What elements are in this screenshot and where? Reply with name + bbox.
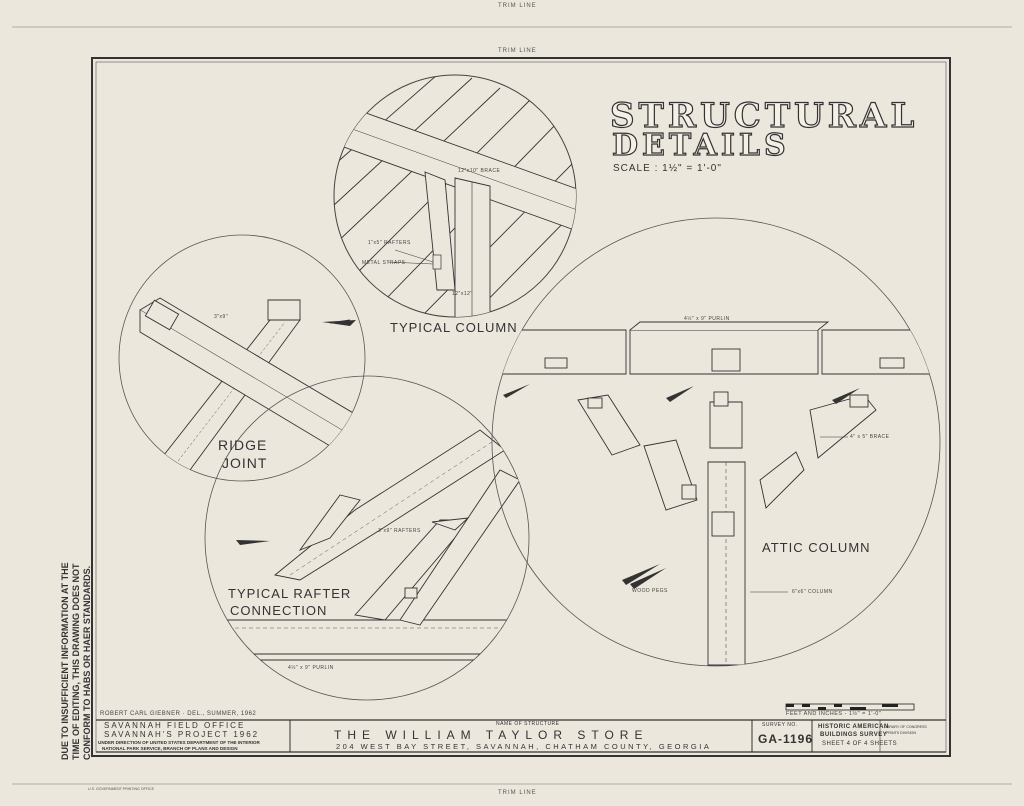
attic-column-caption: ATTIC COLUMN [762, 540, 871, 555]
library-line1: LIBRARY OF CONGRESS [884, 725, 927, 729]
printing-office-note: U.S. GOVERNMENT PRINTING OFFICE [88, 787, 155, 791]
delineator-credit: ROBERT CARL GIEBNER · DEL., SUMMER, 1962 [100, 711, 257, 717]
attic-column-detail [491, 217, 941, 667]
survey-number: GA-1196 [758, 732, 814, 746]
drawing-title-scale: SCALE : 1½" = 1'-0" [613, 163, 722, 174]
rafter-connection-caption-line1: TYPICAL RAFTER [228, 586, 352, 601]
standards-note: DUE TO INSUFFICIENT INFORMATION AT THE T… [60, 562, 93, 760]
scale-bar-label: FEET AND INCHES - 1½" = 1'-0" [786, 711, 882, 717]
ac-brace-label: 4" x 5" BRACE [850, 434, 890, 440]
ac-column-label: 6"x6" COLUMN [792, 589, 833, 595]
habs-line1: HISTORIC AMERICAN [818, 724, 889, 730]
library-line2: PRINTS DIVISION [886, 731, 916, 735]
structure-name: THE WILLIAM TAYLOR STORE [334, 728, 649, 742]
typical-column-caption: TYPICAL COLUMN [390, 320, 518, 335]
ac-pegs-label: WOOD PEGS [632, 588, 668, 594]
trim-line-label-bottom: TRIM LINE [498, 790, 537, 796]
ridge-joint-detail [118, 234, 366, 482]
ridge-joint-caption-line1: RIDGE [218, 437, 268, 453]
field-office-line1: SAVANNAH FIELD OFFICE [104, 721, 246, 730]
tc-rafters-label: 1"x5" RAFTERS [368, 240, 411, 246]
trim-line-label-top: TRIM LINE [498, 3, 537, 9]
sheet-border [91, 57, 951, 757]
standards-note-line2: TIME OF EDITING, THIS DRAWING DOES NOT [71, 563, 81, 760]
trim-line-label-upper: TRIM LINE [498, 48, 537, 54]
rafter-connection-detail [204, 375, 530, 701]
direction-line1: UNDER DIRECTION OF UNITED STATES DEPARTM… [98, 740, 260, 745]
scale-bar [785, 703, 915, 711]
tc-column-label: 12"x12" [452, 291, 473, 297]
rj-size-label: 3"x9" [214, 314, 229, 320]
rc-rafters-label: 3"x9" RAFTERS [378, 528, 421, 534]
survey-number-label: SURVEY NO. [762, 722, 798, 728]
typical-column-detail [333, 74, 577, 318]
rc-purlin-label: 4½" x 9" PURLIN [288, 665, 334, 671]
ridge-joint-caption-line2: JOINT [222, 455, 268, 471]
drawing-title-line1: STRUCTURAL [609, 96, 919, 136]
rafter-connection-caption-line2: CONNECTION [230, 603, 328, 618]
field-office-line2: SAVANNAH'S PROJECT 1962 [104, 730, 260, 739]
structure-address: 204 WEST BAY STREET, SAVANNAH, CHATHAM C… [336, 742, 712, 751]
tc-brace-label: 12"x10" BRACE [458, 168, 501, 174]
standards-note-line3: CONFORM TO HABS OR HAER STANDARDS. [82, 565, 92, 760]
sheet-number: SHEET 4 OF 4 SHEETS [822, 741, 898, 747]
direction-line2: NATIONAL PARK SERVICE, BRANCH OF PLANS A… [102, 746, 238, 751]
ac-purlin-label: 4½" x 9" PURLIN [684, 316, 730, 322]
habs-line2: BUILDINGS SURVEY [820, 732, 888, 738]
drawing-title-line2: DETAILS [611, 128, 790, 163]
name-of-structure-label: NAME OF STRUCTURE [496, 721, 560, 727]
standards-note-line1: DUE TO INSUFFICIENT INFORMATION AT THE [60, 562, 70, 760]
tc-straps-label: METAL STRAPS [362, 260, 406, 266]
